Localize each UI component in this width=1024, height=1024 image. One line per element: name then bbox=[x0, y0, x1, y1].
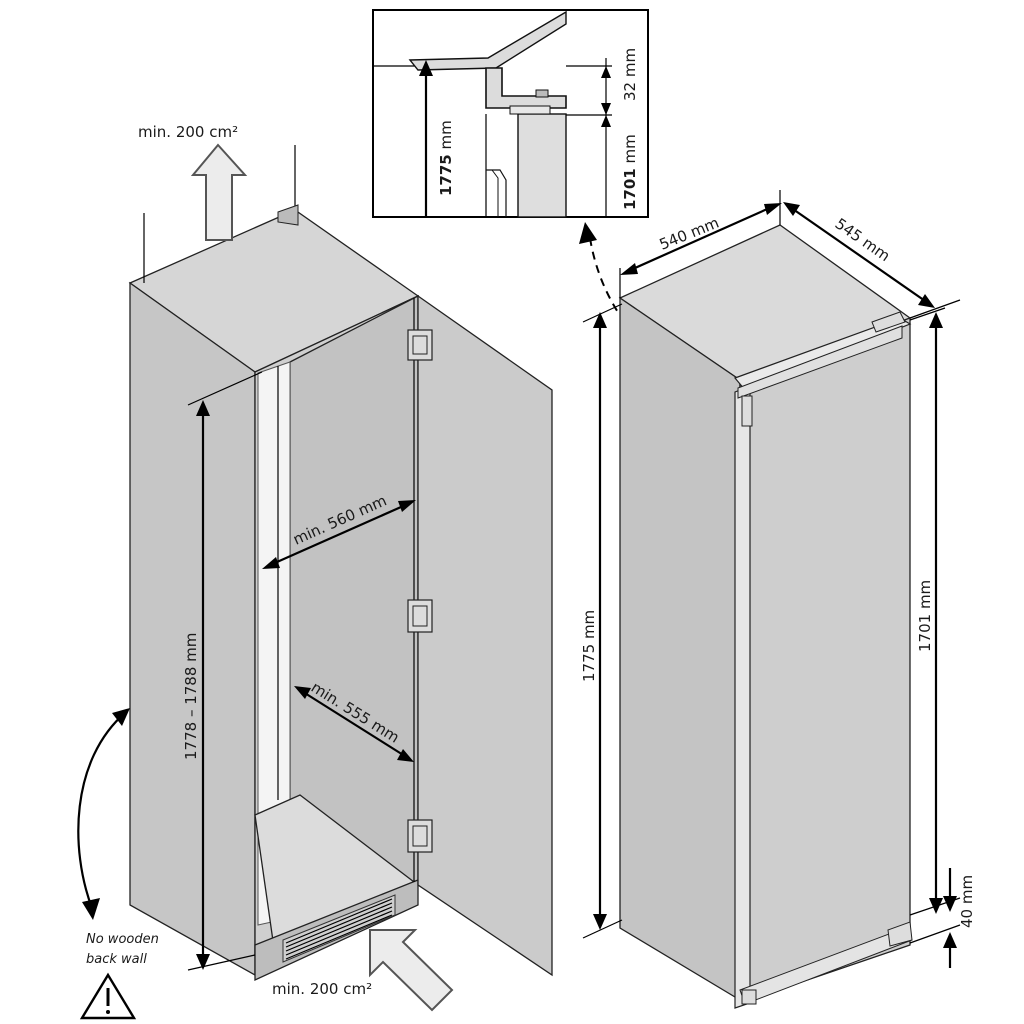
cabinet-door bbox=[417, 294, 553, 977]
niche-depth-dimension bbox=[294, 686, 414, 762]
detail-gap-label: 32 mm bbox=[621, 48, 639, 101]
vent-top-label: min. 200 cm² bbox=[138, 123, 238, 141]
appliance-side bbox=[619, 296, 741, 1002]
appliance-depth-dimension bbox=[783, 202, 961, 319]
housing-cabinet bbox=[128, 145, 553, 982]
niche-height-dimension bbox=[187, 371, 263, 971]
niche-height-label: 1778 – 1788 mm bbox=[182, 633, 200, 760]
detail-body-height-label: 1701 mm bbox=[621, 134, 639, 210]
appliance-total-height-label: 1775 mm bbox=[580, 610, 598, 682]
appliance-width-dimension bbox=[619, 190, 782, 298]
vent-bottom-arrow-icon bbox=[369, 929, 454, 1012]
appliance-width-label: 540 mm bbox=[657, 214, 722, 254]
warning-triangle-icon bbox=[79, 972, 137, 1020]
niche-width-dimension bbox=[262, 500, 416, 569]
back-wall-curved-arrow bbox=[77, 708, 130, 920]
appliance-total-height-dimension bbox=[582, 303, 623, 939]
appliance-front bbox=[739, 317, 911, 1004]
detail-box bbox=[372, 9, 649, 218]
appliance-body-height-label: 1701 mm bbox=[916, 580, 934, 652]
vent-grille bbox=[282, 894, 396, 963]
vent-top-arrow-icon bbox=[190, 143, 248, 241]
back-wall-note-line1: No wooden bbox=[86, 932, 159, 947]
detail-total-height-label: 1775 mm bbox=[437, 120, 455, 196]
appliance-door-edge bbox=[734, 385, 751, 1009]
vent-bottom-label: min. 200 cm² bbox=[272, 980, 372, 998]
plinth-height-label: 40 mm bbox=[958, 875, 976, 928]
cabinet-left-side bbox=[129, 281, 256, 977]
appliance bbox=[618, 224, 913, 1009]
plinth-height-dimension bbox=[909, 868, 961, 968]
back-wall-note-line2: back wall bbox=[86, 952, 147, 967]
door-hinges bbox=[407, 329, 433, 853]
